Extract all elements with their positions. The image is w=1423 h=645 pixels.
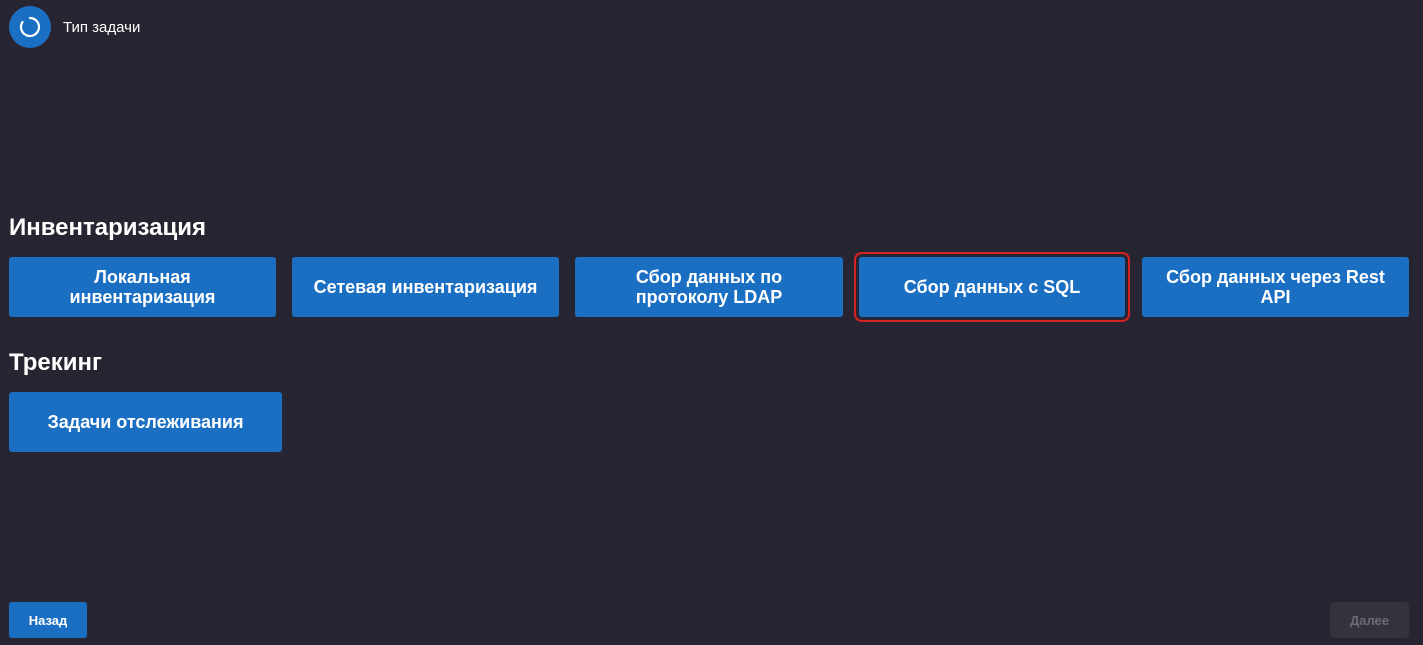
button-label: Сбор данных с SQL: [903, 277, 1081, 297]
button-label: Сбор данных по протоколу LDAP: [635, 267, 783, 307]
section-title-tracking: Трекинг: [9, 349, 103, 376]
loading-spinner-icon: [9, 6, 51, 48]
ldap-collection-button[interactable]: Сбор данных по протоколу LDAP: [575, 257, 843, 317]
section-title-inventory: Инвентаризация: [9, 214, 207, 241]
button-label: Сбор данных через Rest API: [1166, 267, 1385, 307]
button-label: Локальная инвентаризация: [69, 267, 216, 307]
sql-collection-button[interactable]: Сбор данных с SQL: [859, 257, 1125, 317]
local-inventory-button[interactable]: Локальная инвентаризация: [9, 257, 276, 317]
button-label: Сетевая инвентаризация: [313, 277, 538, 297]
rest-api-collection-button[interactable]: Сбор данных через Rest API: [1142, 257, 1409, 317]
button-label: Задачи отслеживания: [47, 412, 244, 432]
header: Тип задачи: [9, 6, 140, 48]
network-inventory-button[interactable]: Сетевая инвентаризация: [292, 257, 559, 317]
page-title: Тип задачи: [63, 18, 141, 36]
back-button[interactable]: Назад: [9, 602, 87, 638]
tracking-tasks-button[interactable]: Задачи отслеживания: [9, 392, 282, 452]
next-button[interactable]: Далее: [1330, 602, 1409, 638]
